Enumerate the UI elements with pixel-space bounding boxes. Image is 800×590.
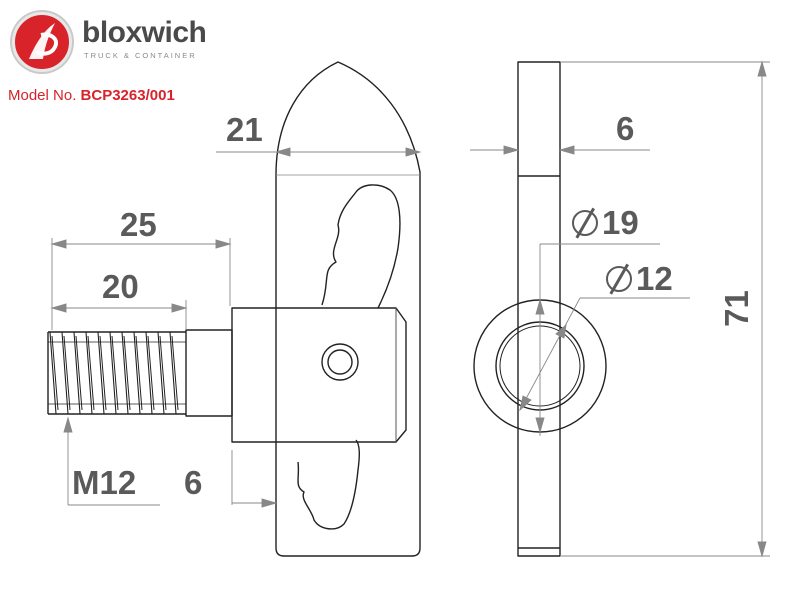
dim-top-width: 21	[226, 111, 263, 148]
cross-hole-outer	[321, 343, 359, 381]
inner-diameter-value: 12	[636, 260, 673, 297]
wing-bottom	[297, 439, 361, 530]
dim-thread-size: M12	[72, 464, 137, 501]
brand-name: bloxwich	[82, 16, 207, 49]
dim-plate-thickness: 6	[616, 110, 635, 147]
model-number: BCP3263/001	[80, 87, 175, 104]
cross-hole-inner	[327, 349, 353, 375]
brand-tagline: TRUCK & CONTAINER	[84, 51, 197, 60]
dim-thread-total-length: 25	[120, 206, 157, 243]
model-line: Model No. BCP3263/001	[8, 88, 175, 103]
diameter-icon	[606, 266, 632, 292]
plate-outline	[275, 61, 421, 557]
side-plate	[517, 61, 561, 557]
wing-top	[321, 184, 401, 309]
logo-b-swoosh	[29, 23, 58, 59]
model-label: Model No.	[8, 87, 77, 104]
bloxwich-logo-icon	[12, 12, 72, 72]
boss-body	[231, 307, 407, 443]
dim-overall-height: 71	[717, 290, 755, 327]
dim-outer-diameter: 19	[572, 206, 639, 239]
dim-flange-thickness: 6	[184, 464, 203, 501]
dim-inner-diameter: 12	[606, 262, 673, 295]
threaded-stud	[47, 331, 186, 415]
outer-diameter-value: 19	[602, 204, 639, 241]
dim-thread-length: 20	[102, 268, 139, 305]
diameter-icon	[572, 210, 598, 236]
shaft-neck	[185, 329, 233, 417]
